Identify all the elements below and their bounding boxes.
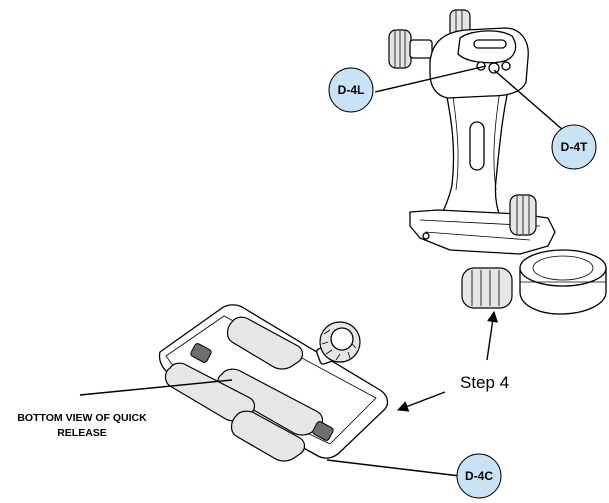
quick-release-plate <box>159 305 387 461</box>
plate-knob <box>316 322 360 365</box>
arm-slot <box>470 122 484 170</box>
top-left-knob <box>389 30 432 68</box>
callout-d4t-label: D-4T <box>561 140 588 154</box>
callout-d4l-label: D-4L <box>338 83 365 97</box>
callout-d4l: D-4L <box>329 68 373 112</box>
callout-d4c: D-4C <box>457 454 501 498</box>
callout-d4t: D-4T <box>552 125 596 169</box>
panning-knob <box>462 268 512 308</box>
d4c-leader <box>327 460 460 476</box>
install-arrow <box>398 392 445 410</box>
callout-d4c-label: D-4C <box>465 469 493 483</box>
base-knob <box>510 195 536 235</box>
step-label: Step 4 <box>460 373 509 392</box>
step4-arrow <box>487 312 494 360</box>
caption-line-2: RELEASE <box>57 427 107 439</box>
caption-line-1: BOTTOM VIEW OF QUICK <box>17 412 147 424</box>
panning-base <box>520 250 606 314</box>
